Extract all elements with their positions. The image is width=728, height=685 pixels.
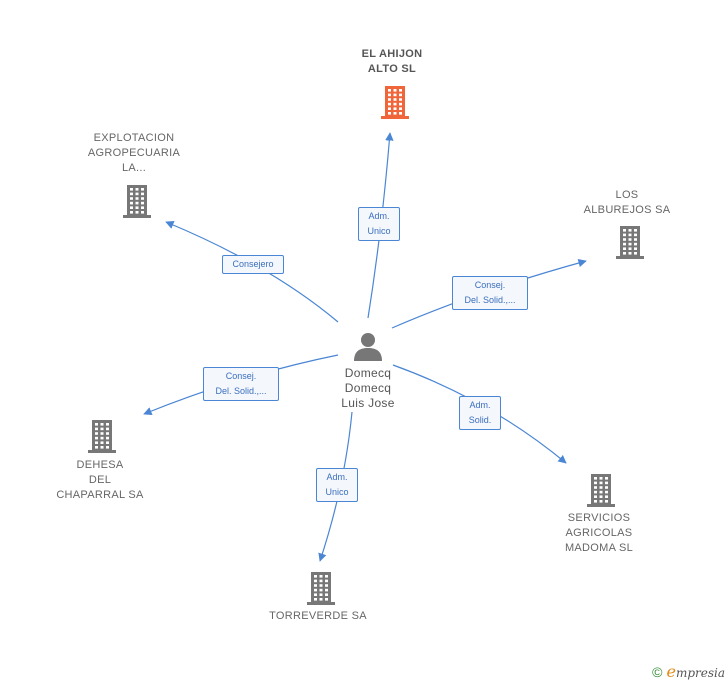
company-label-explotacion[interactable]: EXPLOTACION AGROPECUARIA LA... [74, 131, 194, 176]
company-label-line: DEL [88, 474, 112, 486]
edge-label-line: Adm. [326, 472, 348, 482]
edge-label-line: Del. Solid.,... [215, 386, 267, 396]
company-label-line: LA... [121, 162, 147, 174]
edge-label-line: Unico [325, 487, 349, 497]
edge-label-line: Adm. [368, 211, 390, 221]
person-name-line: Domecq [344, 381, 392, 395]
company-label-line: ALTO SL [367, 63, 417, 75]
edge-label-el-ahijon[interactable]: Adm. Unico [358, 207, 400, 241]
company-label-line: AGRICOLAS [565, 527, 633, 539]
company-label-dehesa[interactable]: DEHESA DEL CHAPARRAL SA [40, 458, 160, 503]
company-label-line: ALBUREJOS SA [583, 204, 671, 216]
brand-logo: e [666, 662, 676, 681]
edge-label-madoma[interactable]: Adm. Solid. [459, 396, 501, 430]
person-name-line: Luis Jose [341, 396, 395, 410]
company-label-line: EL AHIJON [361, 48, 423, 60]
brand-name: mpresia [675, 666, 725, 680]
company-label-torreverde[interactable]: TORREVERDE SA [258, 609, 378, 624]
company-label-line: MADOMA SL [564, 542, 634, 554]
company-label-line: DEHESA [76, 459, 124, 471]
company-label-el-ahijon[interactable]: EL AHIJON ALTO SL [332, 47, 452, 77]
person-name[interactable]: Domecq Domecq Luis Jose [318, 366, 418, 411]
building-icon-dehesa[interactable] [86, 418, 118, 454]
company-label-line: SERVICIOS [567, 512, 631, 524]
edge-label-alburejos[interactable]: Consej. Del. Solid.,... [452, 276, 528, 310]
building-icon-alburejos[interactable] [614, 224, 646, 260]
empresia-footer: ©empresia [652, 662, 725, 681]
edge-label-line: Del. Solid.,... [464, 295, 516, 305]
company-label-line: EXPLOTACION [93, 132, 175, 144]
building-icon-madoma[interactable] [585, 472, 617, 508]
company-label-line: AGROPECUARIA [87, 147, 181, 159]
company-label-alburejos[interactable]: LOS ALBUREJOS SA [567, 188, 687, 218]
edge-label-explotacion[interactable]: Consejero [222, 255, 284, 274]
copyright-symbol: © [652, 664, 663, 680]
company-label-line: CHAPARRAL SA [56, 489, 144, 501]
edge-label-line: Solid. [468, 415, 492, 425]
edge-label-torreverde[interactable]: Adm. Unico [316, 468, 358, 502]
edge-label-line: Consej. [474, 280, 506, 290]
edge-label-line: Unico [367, 226, 391, 236]
person-name-line: Domecq [344, 366, 392, 380]
edge-label-line: Consej. [225, 371, 257, 381]
building-icon-torreverde[interactable] [305, 570, 337, 606]
edge-label-dehesa[interactable]: Consej. Del. Solid.,... [203, 367, 279, 401]
edge-label-line: Consejero [232, 259, 274, 269]
building-icon-explotacion[interactable] [121, 183, 153, 219]
company-label-line: TORREVERDE SA [269, 610, 367, 622]
edge-label-line: Adm. [469, 400, 491, 410]
company-label-madoma[interactable]: SERVICIOS AGRICOLAS MADOMA SL [539, 511, 659, 556]
building-icon-el-ahijon[interactable] [379, 84, 411, 120]
person-icon[interactable] [353, 331, 383, 361]
company-label-line: LOS [615, 189, 639, 201]
